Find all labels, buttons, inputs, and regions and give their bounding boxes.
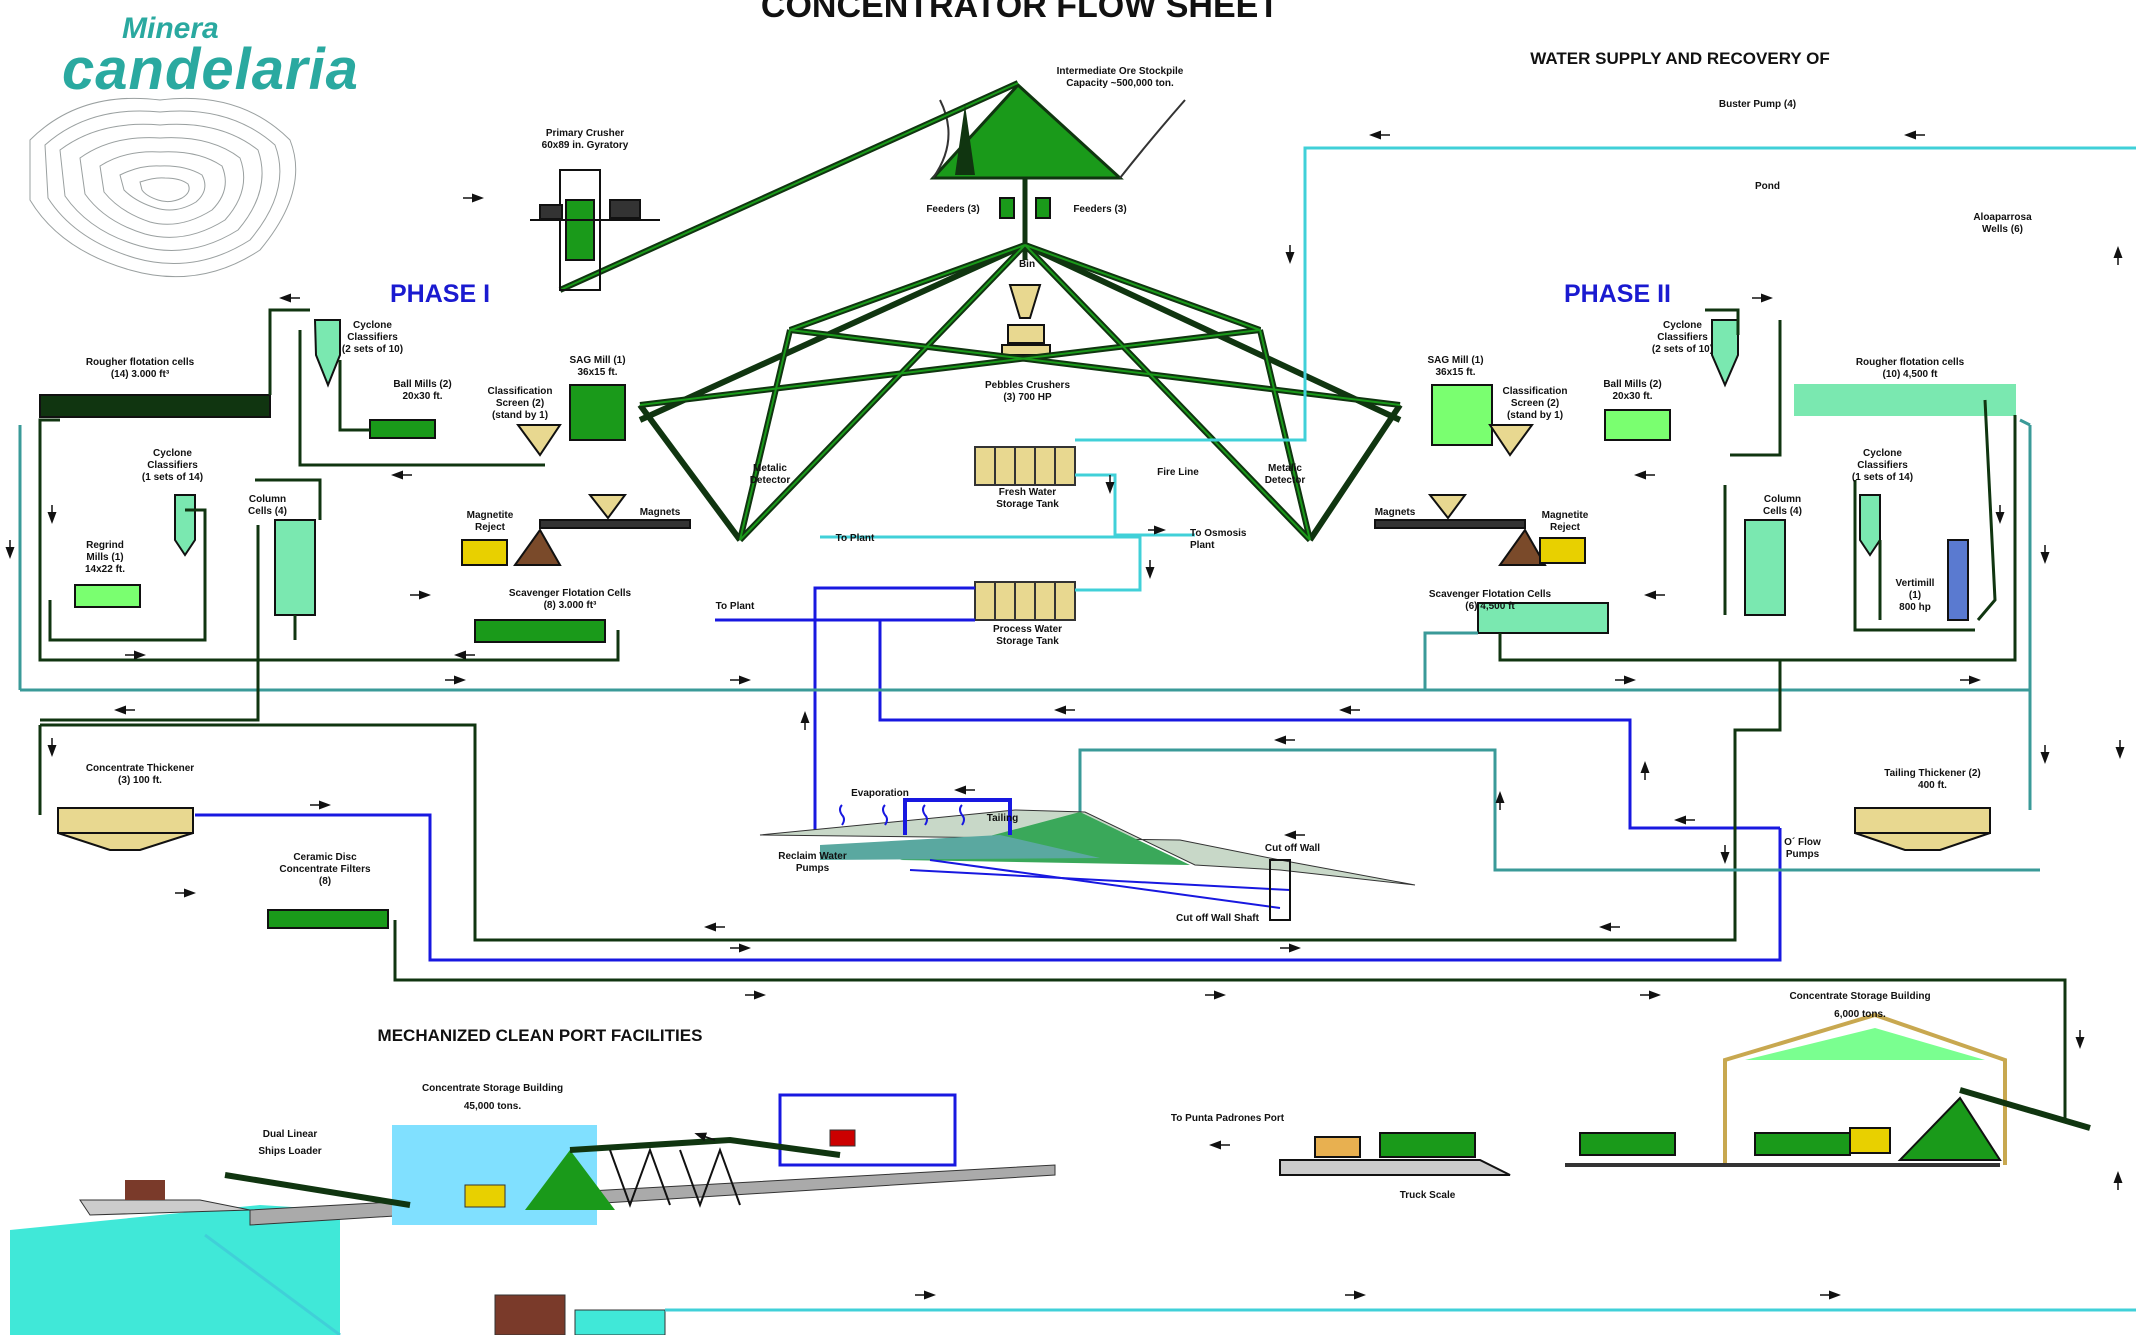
label-p2-rougher: Rougher flotation cells (10) 4,500 ft <box>1855 357 1965 380</box>
label-p2-magnets: Magnets <box>1374 507 1416 518</box>
label-fresh-water: Fresh Water Storage Tank <box>996 487 1059 510</box>
port-heading: MECHANIZED CLEAN PORT FACILITIES <box>377 1026 703 1045</box>
label-primary-crusher: Primary Crusher 60x89 in. Gyratory <box>541 128 629 151</box>
label-pond: Pond <box>1755 181 1780 192</box>
label-p1-rougher: Rougher flotation cells (14) 3.000 ft³ <box>85 357 195 380</box>
ceramic-filters <box>267 909 389 929</box>
label-punta-padrones: To Punta Padrones Port <box>1170 1113 1285 1124</box>
evaporation-marks <box>839 804 965 826</box>
mine-contour-map <box>29 97 297 278</box>
port-facilities <box>10 1093 1056 1335</box>
label-to-osmosis: To Osmosis Plant <box>1190 528 1247 551</box>
primary-crusher <box>530 169 660 291</box>
label-tailing: Tailing <box>986 813 1019 824</box>
label-pebbles: Pebbles Crushers (3) 700 HP <box>984 380 1071 403</box>
label-truck-scale: Truck Scale <box>1399 1190 1456 1201</box>
label-metal-detector-left: Metalic Detector <box>749 463 791 486</box>
label-p2-vertimill: Vertimill (1) 800 hp <box>1895 578 1935 613</box>
water-lines <box>820 146 2136 592</box>
label-reclaim-pumps: Reclaim Water Pumps <box>778 851 847 874</box>
logo-minera: Minera <box>122 12 219 45</box>
label-port-storage: Concentrate Storage Building 45,000 tons… <box>421 1083 564 1112</box>
label-p1-column: Column Cells (4) <box>248 494 287 517</box>
label-wells: Aloaparrosa Wells (6) <box>1973 212 2032 235</box>
label-p2-ball-mills: Ball Mills (2) 20x30 ft. <box>1603 379 1662 402</box>
logo-candelaria: candelaria <box>62 37 359 102</box>
label-p2-sag: SAG Mill (1) 36x15 ft. <box>1427 355 1484 378</box>
label-evaporation: Evaporation <box>851 788 909 799</box>
label-conc-storage-mine: Concentrate Storage Building 6,000 tons. <box>1789 991 1931 1020</box>
diagram-title: CONCENTRATOR FLOW SHEET <box>760 0 1280 25</box>
process-water-tank <box>974 581 1076 621</box>
label-process-water: Process Water Storage Tank <box>992 624 1063 647</box>
label-feeders-left: Feeders (3) <box>926 204 980 215</box>
pebble-crushers <box>1001 284 1051 356</box>
mine-storage-building <box>1565 1012 2091 1167</box>
label-p1-cyclone: Cyclone Classifiers (2 sets of 10) <box>341 320 404 355</box>
label-p1-sag: SAG Mill (1) 36x15 ft. <box>569 355 626 378</box>
label-p2-class-screen: Classification Screen (2) (stand by 1) <box>1502 386 1568 421</box>
outer-loops <box>18 425 2067 1120</box>
label-p1-class-screen: Classification Screen (2) (stand by 1) <box>487 386 553 421</box>
label-cutoff-wall: Cut off Wall <box>1264 843 1321 854</box>
label-p2-column: Column Cells (4) <box>1763 494 1802 517</box>
label-tailing-thickener: Tailing Thickener (2) 400 ft. <box>1884 768 1981 791</box>
blue-lines <box>195 586 1782 962</box>
label-p1-magnetite: Magnetite Reject <box>466 510 514 533</box>
label-bin: Bin <box>1018 259 1036 270</box>
flow-arrows <box>5 130 2125 1300</box>
label-ship-loader: Dual Linear Ships Loader <box>258 1129 322 1157</box>
label-stockpile: Intermediate Ore Stockpile Capacity ~500… <box>1056 66 1184 89</box>
label-oflow-pumps: O´ Flow Pumps <box>1784 837 1821 860</box>
label-p1-magnets: Magnets <box>639 507 681 518</box>
label-ceramic-filters: Ceramic Disc Concentrate Filters (8) <box>279 852 371 887</box>
conveyor-network-inner <box>639 244 1401 541</box>
label-conc-thickener: Concentrate Thickener (3) 100 ft. <box>85 763 195 786</box>
phase1-equipment <box>39 319 691 643</box>
label-feeders-right: Feeders (3) <box>1073 204 1127 215</box>
label-fire-line: Fire Line <box>1157 467 1199 478</box>
label-cutoff-shaft: Cut off Wall Shaft <box>1176 913 1259 924</box>
phase2-water <box>1423 418 2031 690</box>
tailing-thickener <box>1854 807 1991 851</box>
phase2-equipment <box>1374 319 2016 634</box>
concentrate-thickener <box>57 807 194 851</box>
label-p2-scavenger: Scavenger Flotation Cells (6) 4,500 ft <box>1428 589 1552 612</box>
label-p1-scavenger: Scavenger Flotation Cells (8) 3.000 ft³ <box>508 588 632 611</box>
water-supply-heading: WATER SUPPLY AND RECOVERY OF <box>1530 49 1830 68</box>
label-p2-magnetite: Magnetite Reject <box>1541 510 1589 533</box>
label-to-plant-2: To Plant <box>715 601 755 612</box>
phase2-heading: PHASE II <box>1564 280 1671 308</box>
label-p1-cyclone2: Cyclone Classifiers (1 sets of 14) <box>141 448 204 483</box>
truck-scale <box>1279 1132 1511 1176</box>
bottom-water-line <box>204 1233 2136 1335</box>
fresh-water-tank <box>974 446 1076 486</box>
label-p1-ball-mills: Ball Mills (2) 20x30 ft. <box>393 379 452 402</box>
label-metal-detector-right: Metalic Detector <box>1264 463 1306 486</box>
label-p2-cyclone2: Cyclone Classifiers (1 sets of 14) <box>1851 448 1914 483</box>
label-to-plant-1: To Plant <box>835 533 875 544</box>
process-loops <box>38 308 2017 662</box>
label-p2-cyclone: Cyclone Classifiers (2 sets of 10) <box>1651 320 1714 355</box>
label-buster-pump: Buster Pump (4) <box>1718 99 1797 110</box>
tailing-dam <box>759 798 1416 921</box>
stockpile-area <box>558 80 1186 293</box>
label-p1-regrind: Regrind Mills (1) 14x22 ft. <box>84 540 126 575</box>
phase1-heading: PHASE I <box>389 280 491 308</box>
